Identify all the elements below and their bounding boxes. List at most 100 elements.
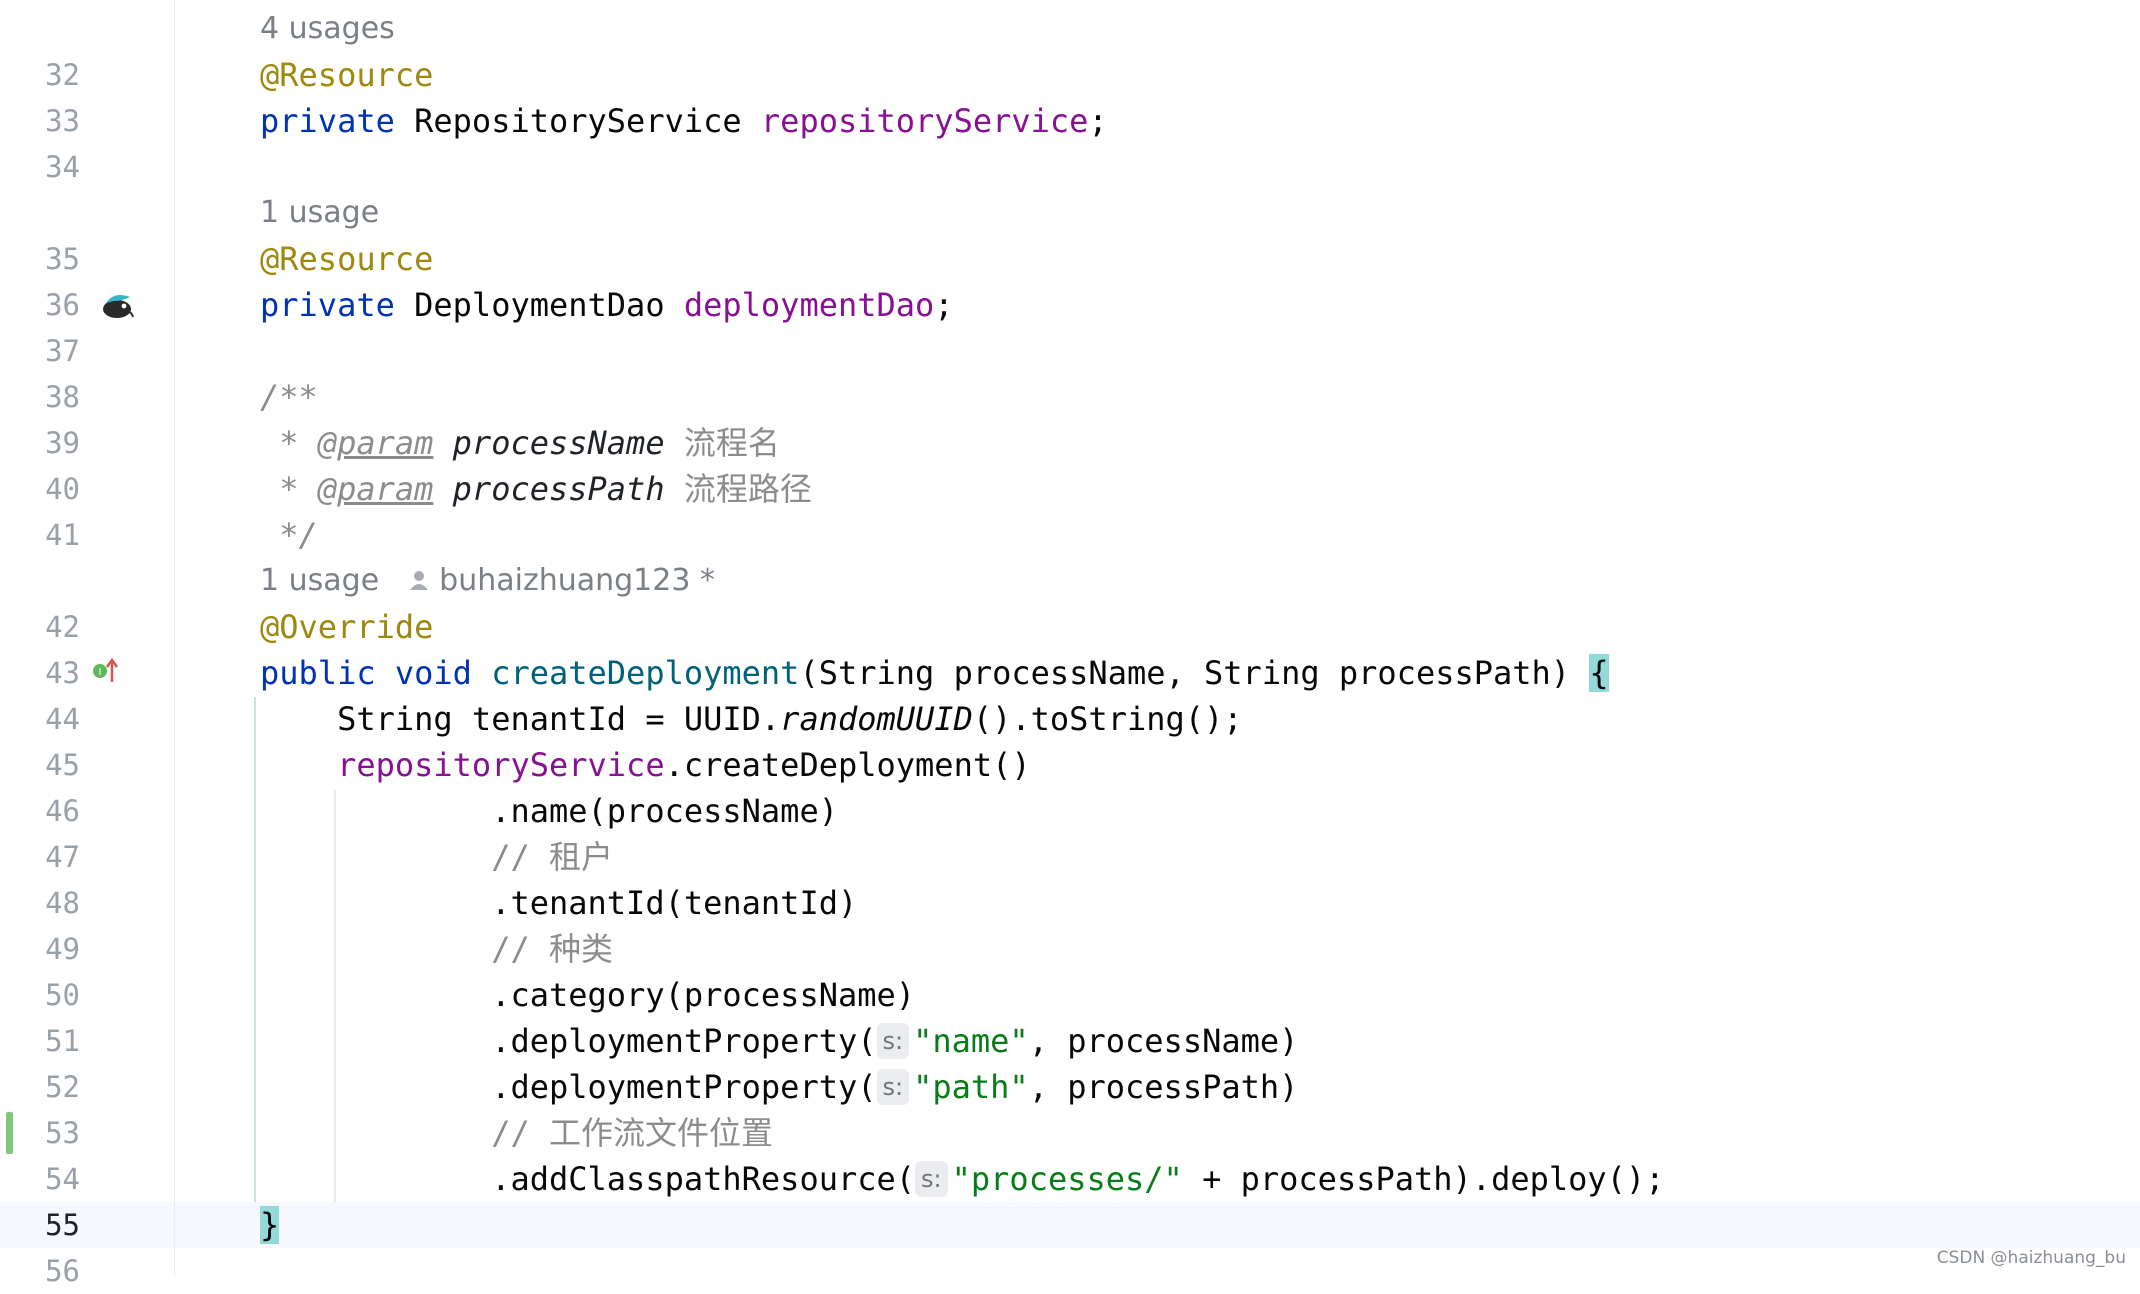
- annotation-token: @Resource: [260, 56, 434, 94]
- javadoc-token: */: [260, 516, 318, 554]
- line-number[interactable]: 40: [45, 472, 80, 506]
- matched-brace-open: {: [1589, 654, 1609, 692]
- usages-hint[interactable]: 4 usages: [260, 11, 395, 46]
- current-line-highlight: [0, 1202, 2140, 1248]
- parameter-hint: s:: [915, 1161, 948, 1197]
- code-line-45[interactable]: 45 repositoryService.createDeployment(): [0, 742, 2140, 788]
- line-number[interactable]: 46: [45, 794, 80, 828]
- code-line-52[interactable]: 52 .deploymentProperty(s:"path", process…: [0, 1064, 2140, 1110]
- code-line-32[interactable]: 32 @Resource: [0, 52, 2140, 98]
- code-line-56[interactable]: 56: [0, 1248, 2140, 1294]
- code-token: ().toString();: [972, 700, 1243, 738]
- line-number[interactable]: 53: [45, 1116, 80, 1150]
- line-number[interactable]: 38: [45, 380, 80, 414]
- code-line-50[interactable]: 50 .category(processName): [0, 972, 2140, 1018]
- line-number[interactable]: 35: [45, 242, 80, 276]
- line-number[interactable]: 54: [45, 1162, 80, 1196]
- code-line-54[interactable]: 54 .addClasspathResource(s:"processes/" …: [0, 1156, 2140, 1202]
- code-line-38[interactable]: 38 /**: [0, 374, 2140, 420]
- line-number[interactable]: 47: [45, 840, 80, 874]
- watermark: CSDN @haizhuang_bu: [1936, 1248, 2126, 1268]
- comment-token: // 租户: [491, 838, 613, 876]
- annotation-token: @Override: [260, 608, 434, 646]
- usages-row: 1 usage buhaizhuang123 *: [0, 558, 2140, 604]
- code-token: .createDeployment(): [664, 746, 1031, 784]
- line-number[interactable]: 36: [45, 288, 80, 322]
- line-number[interactable]: 33: [45, 104, 80, 138]
- punct-token: ;: [934, 286, 954, 324]
- implements-method-icon[interactable]: I: [90, 656, 122, 686]
- code-line-36[interactable]: 36 private DeploymentDao deploymentDao;: [0, 282, 2140, 328]
- static-method-token: randomUUID: [780, 700, 973, 738]
- line-number[interactable]: 34: [45, 150, 80, 184]
- author-hint[interactable]: buhaizhuang123 *: [439, 563, 715, 598]
- code-line-53[interactable]: 53 // 工作流文件位置: [0, 1110, 2140, 1156]
- code-line-39[interactable]: 39 * @param processName 流程名: [0, 420, 2140, 466]
- usages-row: 4 usages: [0, 6, 2140, 52]
- line-number[interactable]: 37: [45, 334, 80, 368]
- javadoc-star: *: [260, 470, 318, 508]
- code-line-47[interactable]: 47 // 租户: [0, 834, 2140, 880]
- line-number[interactable]: 55: [45, 1208, 80, 1242]
- line-number[interactable]: 41: [45, 518, 80, 552]
- javadoc-star: *: [260, 424, 318, 462]
- code-line-34[interactable]: 34: [0, 144, 2140, 190]
- usages-hint[interactable]: 1 usage: [260, 195, 380, 230]
- code-line-41[interactable]: 41 */: [0, 512, 2140, 558]
- keyword-token: private: [260, 102, 395, 140]
- svg-text:I: I: [99, 667, 102, 678]
- code-token: .addClasspathResource(: [491, 1160, 916, 1198]
- line-number[interactable]: 44: [45, 702, 80, 736]
- code-line-44[interactable]: 44 String tenantId = UUID.randomUUID().t…: [0, 696, 2140, 742]
- javadoc-token: /**: [260, 378, 318, 416]
- type-token: DeploymentDao: [414, 286, 665, 324]
- usages-row: 1 usage: [0, 190, 2140, 236]
- type-token: RepositoryService: [414, 102, 742, 140]
- line-number[interactable]: 52: [45, 1070, 80, 1104]
- annotation-token: @Resource: [260, 240, 434, 278]
- code-line-48[interactable]: 48 .tenantId(tenantId): [0, 880, 2140, 926]
- user-icon: [410, 571, 429, 590]
- keyword-token: public: [260, 654, 376, 692]
- line-number[interactable]: 48: [45, 886, 80, 920]
- code-line-49[interactable]: 49 // 种类: [0, 926, 2140, 972]
- line-number[interactable]: 50: [45, 978, 80, 1012]
- code-line-55[interactable]: 55 }: [0, 1202, 2140, 1248]
- vcs-change-marker[interactable]: [6, 1112, 13, 1154]
- code-token: .deploymentProperty(: [491, 1068, 877, 1106]
- code-token: .deploymentProperty(: [491, 1022, 877, 1060]
- parameter-hint: s:: [876, 1023, 910, 1059]
- code-line-35[interactable]: 35 @Resource: [0, 236, 2140, 282]
- spring-bean-icon[interactable]: [100, 289, 136, 321]
- method-name-token: createDeployment: [491, 654, 800, 692]
- code-line-43[interactable]: 43 public void createDeployment(String p…: [0, 650, 2140, 696]
- line-number[interactable]: 51: [45, 1024, 80, 1058]
- code-token: String tenantId = UUID.: [260, 700, 781, 738]
- punct-token: ;: [1088, 102, 1108, 140]
- code-line-42[interactable]: 42 @Override: [0, 604, 2140, 650]
- line-number[interactable]: 42: [45, 610, 80, 644]
- line-number[interactable]: 43: [45, 656, 80, 690]
- code-line-33[interactable]: 33 private RepositoryService repositoryS…: [0, 98, 2140, 144]
- string-token: "processes/": [951, 1160, 1183, 1198]
- code-line-40[interactable]: 40 * @param processPath 流程路径: [0, 466, 2140, 512]
- line-number[interactable]: 39: [45, 426, 80, 460]
- usages-hint[interactable]: 1 usage: [260, 563, 380, 598]
- code-token: , processName): [1028, 1022, 1299, 1060]
- code-line-51[interactable]: 51 .deploymentProperty(s:"name", process…: [0, 1018, 2140, 1064]
- line-number[interactable]: 45: [45, 748, 80, 782]
- javadoc-param-name: processPath: [452, 470, 665, 508]
- line-number[interactable]: 32: [45, 58, 80, 92]
- indent-guide-method: [254, 697, 256, 1202]
- code-token: .category(processName): [491, 976, 916, 1014]
- field-token: repositoryService: [337, 746, 665, 784]
- code-line-46[interactable]: 46 .name(processName): [0, 788, 2140, 834]
- line-number[interactable]: 49: [45, 932, 80, 966]
- code-line-37[interactable]: 37: [0, 328, 2140, 374]
- javadoc-description: 流程路径: [683, 470, 812, 508]
- line-number[interactable]: 56: [45, 1254, 80, 1288]
- javadoc-description: 流程名: [683, 424, 780, 462]
- keyword-token: void: [394, 654, 472, 692]
- gutter-divider: [174, 0, 175, 1276]
